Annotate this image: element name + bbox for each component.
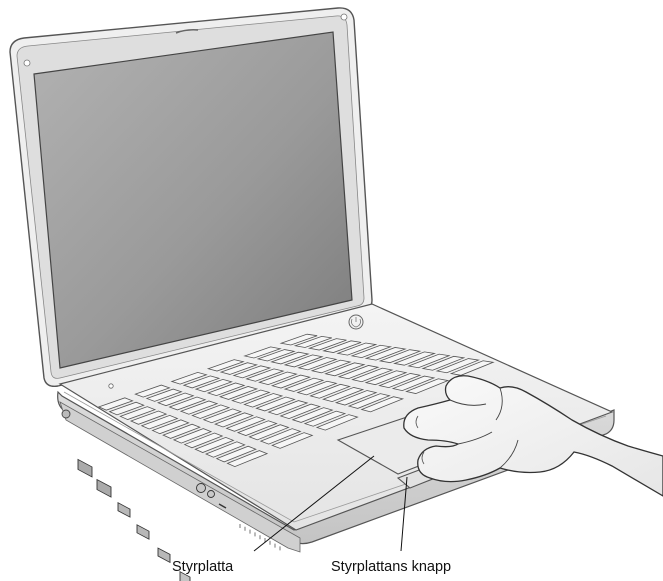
callout-label-trackpad: Styrplatta	[172, 560, 233, 575]
sleep-indicator-icon	[109, 384, 113, 388]
callout-label-trackpad-button: Styrplattans knapp	[331, 560, 451, 575]
lid-latch-icon	[24, 60, 30, 66]
